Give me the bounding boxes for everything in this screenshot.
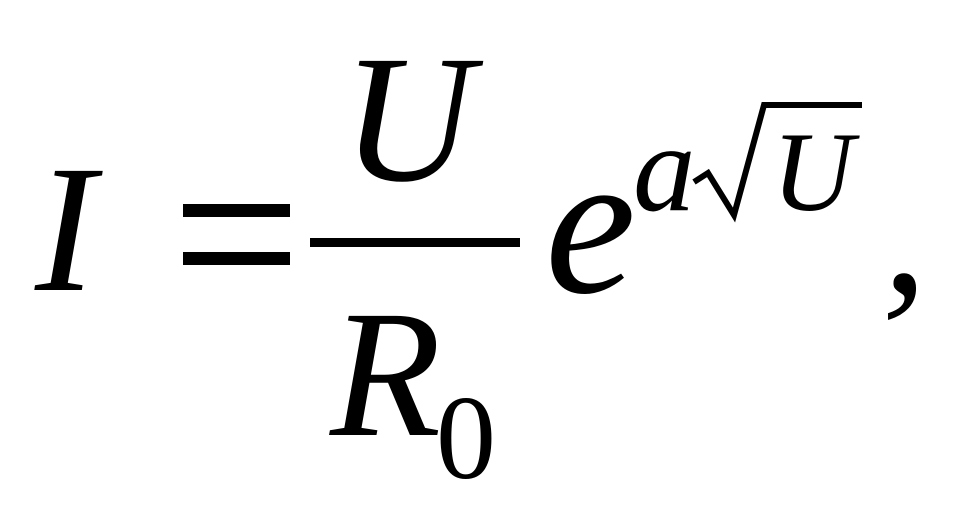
radicand-U: U (772, 110, 860, 235)
current-symbol-I: I (34, 129, 103, 330)
denominator-subscript-0: 0 (436, 371, 496, 504)
equals-sign: = (183, 204, 290, 265)
fraction-bar (310, 238, 520, 247)
trailing-comma: , (882, 131, 928, 332)
equals-bar-top (183, 204, 290, 217)
denominator-R: R (329, 274, 441, 475)
exponent-coefficient-a: a (633, 100, 696, 238)
numerator-U: U (342, 19, 484, 220)
square-root-sign (692, 102, 862, 223)
exponential-base-e: e (545, 110, 636, 337)
equals-bar-bottom (183, 252, 290, 265)
